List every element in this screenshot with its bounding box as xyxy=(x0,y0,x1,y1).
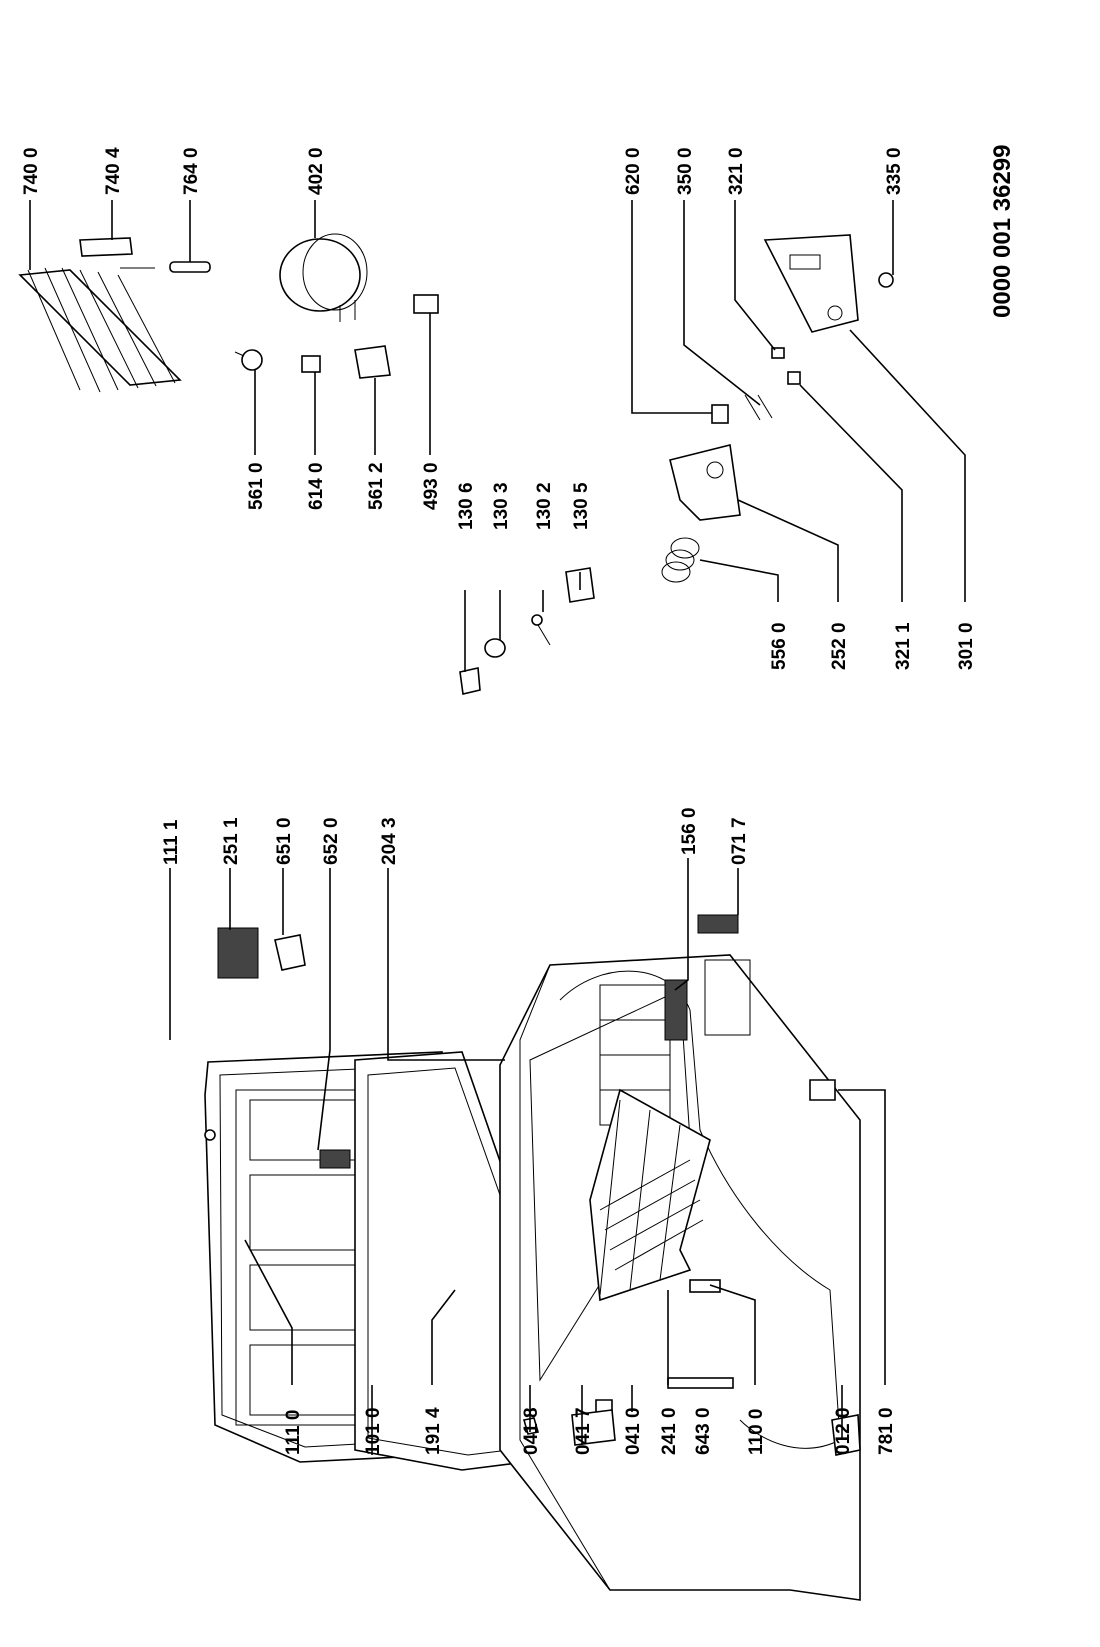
compressor-part xyxy=(279,233,368,322)
cover-part xyxy=(771,347,785,359)
handle-part xyxy=(217,927,259,979)
label-321-0: 321 0 xyxy=(726,147,747,195)
knob-part xyxy=(878,272,894,288)
right-leader-lines xyxy=(29,200,966,672)
label-111-0: 111 0 xyxy=(283,1410,304,1455)
label-781-0: 781 0 xyxy=(876,1407,897,1455)
label-130-6: 130 6 xyxy=(456,482,477,530)
label-764-0: 764 0 xyxy=(181,147,202,195)
label-191-4: 191 4 xyxy=(423,1407,444,1455)
left-leader-lines xyxy=(169,858,886,1455)
connector-part xyxy=(711,404,729,424)
cover-part-2 xyxy=(787,371,801,385)
bracket-part xyxy=(79,237,133,257)
label-156-0: 156 0 xyxy=(679,807,700,855)
label-556-0: 556 0 xyxy=(769,622,790,670)
label-130-5: 130 5 xyxy=(571,482,592,530)
label-335-0: 335 0 xyxy=(884,147,905,195)
label-110-0: 110 0 xyxy=(746,1409,767,1456)
label-493-0: 493 0 xyxy=(421,462,442,510)
label-301-0: 301 0 xyxy=(956,622,977,670)
starter-part xyxy=(354,345,391,379)
foot-part xyxy=(831,1414,861,1456)
capacitor-part xyxy=(413,294,439,314)
label-111-1: 111 1 xyxy=(161,819,182,865)
filter-drier-part xyxy=(169,261,211,273)
relay-part xyxy=(234,349,263,371)
label-643-0: 643 0 xyxy=(693,1407,714,1455)
control-box-part xyxy=(669,444,741,521)
clamp-part-2 xyxy=(531,614,551,646)
label-740-0: 740 0 xyxy=(21,147,42,195)
label-041-8: 041 8 xyxy=(521,1407,542,1455)
control-panel-part xyxy=(763,234,859,333)
label-614-0: 614 0 xyxy=(306,462,327,510)
label-101-0: 101 0 xyxy=(363,1407,384,1455)
sensor-part xyxy=(744,394,773,421)
label-204-3: 204 3 xyxy=(379,817,400,865)
freezer-assembly-drawing xyxy=(204,914,861,1601)
label-561-2: 561 2 xyxy=(366,462,387,510)
condenser-part xyxy=(18,267,182,393)
clamp-part-6 xyxy=(459,667,481,695)
label-740-4: 740 4 xyxy=(103,147,124,195)
label-252-0: 252 0 xyxy=(829,622,850,670)
rail-part-2 xyxy=(667,1377,734,1389)
label-402-0: 402 0 xyxy=(306,147,327,195)
plug-part xyxy=(204,1129,216,1141)
label-652-0: 652 0 xyxy=(321,817,342,865)
label-041-0: 041 0 xyxy=(623,1407,644,1455)
overload-part xyxy=(301,355,321,373)
lamp-part xyxy=(274,934,306,971)
rail-part xyxy=(689,1279,721,1293)
basket-part xyxy=(589,1088,711,1302)
label-130-2: 130 2 xyxy=(534,482,555,530)
label-130-3: 130 3 xyxy=(491,482,512,530)
label-241-0: 241 0 xyxy=(659,1407,680,1455)
label-071-7: 071 7 xyxy=(729,817,750,865)
label-012-0: 012 0 xyxy=(833,1407,854,1455)
label-041-7: 041 7 xyxy=(573,1407,594,1455)
clamp-part-3 xyxy=(484,638,506,658)
document-number: 0000 001 36299 xyxy=(989,144,1016,318)
label-620-0: 620 0 xyxy=(623,147,644,195)
spring-part xyxy=(661,537,700,583)
label-651-0: 651 0 xyxy=(274,817,295,865)
refrigeration-parts-drawing xyxy=(18,233,894,695)
label-350-0: 350 0 xyxy=(675,147,696,195)
label-251-1: 251 1 xyxy=(221,817,242,865)
label-561-0: 561 0 xyxy=(246,462,267,510)
label-321-1: 321 1 xyxy=(893,622,914,670)
